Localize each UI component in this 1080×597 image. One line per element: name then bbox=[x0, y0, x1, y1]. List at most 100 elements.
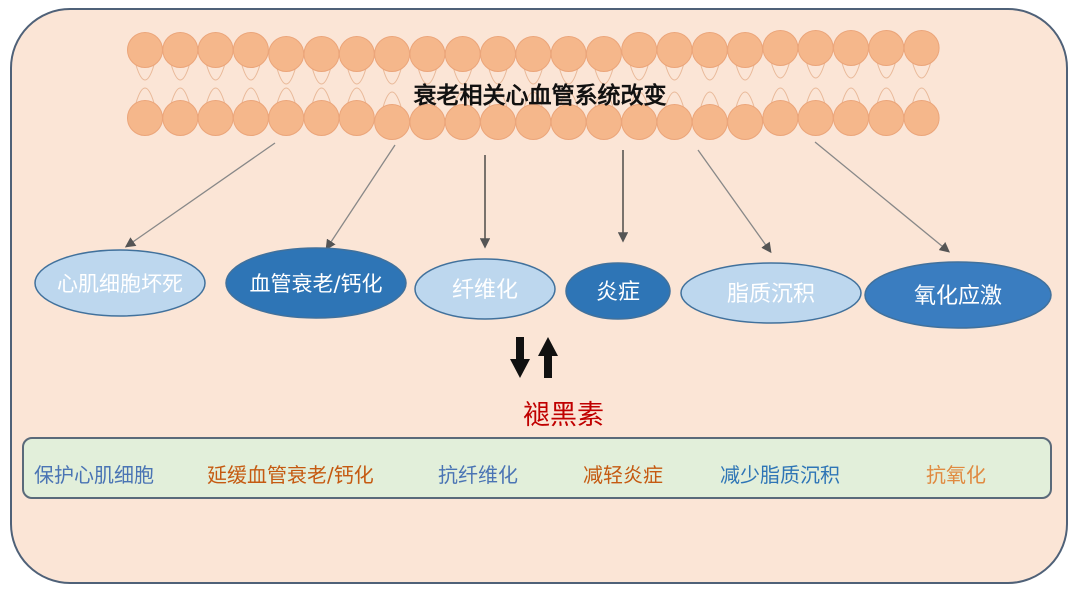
lipid-head bbox=[480, 104, 516, 140]
arrows bbox=[124, 141, 951, 254]
lipid-head bbox=[691, 104, 728, 140]
arrow bbox=[697, 149, 772, 254]
arrow bbox=[814, 141, 951, 253]
lipid-head bbox=[409, 104, 446, 140]
lipid-head bbox=[868, 30, 905, 66]
change-label: 心肌细胞坏死 bbox=[57, 272, 183, 296]
change-fibrosis: 纤维化 bbox=[414, 258, 556, 320]
lipid-tail bbox=[876, 62, 896, 104]
melatonin-label: 褪黑素 bbox=[523, 400, 604, 431]
lipid-tail bbox=[170, 64, 190, 104]
change-oxidative-stress: 氧化应激 bbox=[864, 261, 1052, 329]
effect-reduce-lipid: 减少脂质沉积 bbox=[720, 463, 840, 487]
lipid-tail bbox=[417, 68, 437, 108]
effect-antioxidant: 抗氧化 bbox=[926, 463, 986, 487]
lipid-head bbox=[303, 100, 340, 136]
lipid-head bbox=[444, 104, 481, 140]
lipid-head bbox=[338, 36, 375, 72]
ellipse-shape bbox=[864, 261, 1052, 329]
lipid-head bbox=[691, 32, 728, 68]
lipid-head bbox=[656, 104, 693, 140]
lipid-head bbox=[197, 100, 234, 136]
lipid-head bbox=[162, 100, 199, 136]
lipid-head bbox=[656, 32, 693, 68]
lipid-head bbox=[232, 100, 269, 136]
lipid-tail bbox=[312, 68, 331, 104]
change-label: 脂质沉积 bbox=[727, 282, 815, 307]
lipid-head bbox=[585, 104, 622, 140]
lipid-tail bbox=[488, 68, 508, 108]
effect-reduce-inflammation: 减轻炎症 bbox=[583, 463, 663, 487]
lipid-head bbox=[444, 36, 481, 72]
lipid-head bbox=[762, 100, 799, 136]
effect-delay-vascular-aging: 延缓血管衰老/钙化 bbox=[207, 463, 374, 487]
lipid-head bbox=[903, 30, 940, 66]
change-necrosis: 心肌细胞坏死 bbox=[34, 249, 206, 317]
lipid-head bbox=[338, 100, 375, 136]
ellipse-shape bbox=[680, 262, 862, 324]
lipid-head bbox=[480, 36, 516, 72]
lipid-head bbox=[621, 32, 658, 68]
lipid-head bbox=[303, 36, 340, 72]
lipid-head bbox=[797, 30, 834, 66]
lipid-tail bbox=[206, 64, 226, 104]
change-vascular-aging: 血管衰老/钙化 bbox=[225, 247, 407, 319]
lipid-head bbox=[550, 104, 587, 140]
lipid-tail bbox=[700, 64, 720, 108]
diagram-title: 衰老相关心血管系统改变 bbox=[413, 82, 667, 109]
lipid-tail bbox=[735, 64, 755, 108]
arrow bbox=[124, 142, 276, 248]
lipid-head bbox=[127, 32, 163, 68]
change-label: 氧化应激 bbox=[914, 284, 1002, 309]
cell-membrane bbox=[127, 30, 940, 140]
lipid-head bbox=[197, 32, 234, 68]
lipid-head bbox=[833, 100, 869, 136]
lipid-head bbox=[409, 36, 446, 72]
lipid-tail bbox=[770, 62, 790, 104]
lipid-tail bbox=[382, 68, 402, 108]
lipid-head bbox=[162, 32, 199, 68]
lipid-head bbox=[762, 30, 799, 66]
lipid-head bbox=[515, 104, 552, 140]
effect-protect-cardiomyocytes: 保护心肌细胞 bbox=[34, 463, 154, 487]
change-label: 纤维化 bbox=[452, 278, 518, 303]
lipid-head bbox=[374, 36, 411, 72]
lipid-tail bbox=[559, 68, 579, 108]
change-label: 炎症 bbox=[596, 280, 640, 305]
arrow bbox=[325, 144, 396, 251]
lipid-tail bbox=[629, 64, 649, 108]
lipid-head bbox=[833, 30, 869, 66]
effect-anti-fibrosis: 抗纤维化 bbox=[438, 463, 518, 487]
lipid-head bbox=[797, 100, 834, 136]
bidirectional-arrows-icon bbox=[510, 337, 558, 378]
lipid-head bbox=[268, 36, 305, 72]
change-label: 血管衰老/钙化 bbox=[249, 272, 382, 296]
lipid-head bbox=[550, 36, 587, 72]
lipid-head bbox=[621, 104, 658, 140]
lipid-tail bbox=[135, 64, 155, 104]
lipid-tail bbox=[665, 64, 684, 108]
lipid-head bbox=[585, 36, 622, 72]
ellipse-shape bbox=[414, 258, 556, 320]
lipid-head bbox=[727, 104, 764, 140]
lipid-head bbox=[868, 100, 905, 136]
lipid-head bbox=[903, 100, 940, 136]
lipid-head bbox=[127, 100, 163, 136]
lipid-tail bbox=[241, 64, 261, 104]
lipid-tail bbox=[806, 62, 826, 104]
lipid-tail bbox=[347, 68, 367, 104]
change-lipid-deposition: 脂质沉积 bbox=[680, 262, 862, 324]
lipid-head bbox=[268, 100, 305, 136]
lipid-head bbox=[515, 36, 552, 72]
lipid-tail bbox=[841, 62, 861, 104]
lipid-head bbox=[374, 104, 411, 140]
lipid-tail bbox=[453, 68, 473, 108]
change-inflammation: 炎症 bbox=[565, 262, 671, 320]
ellipse-shape bbox=[225, 247, 407, 319]
lipid-tail bbox=[523, 68, 543, 108]
effects-box: 保护心肌细胞 延缓血管衰老/钙化 抗纤维化 减轻炎症 减少脂质沉积 抗氧化 bbox=[22, 437, 1052, 499]
ellipse-shape bbox=[565, 262, 671, 320]
ellipse-shape bbox=[34, 249, 206, 317]
lipid-tail bbox=[594, 68, 614, 108]
